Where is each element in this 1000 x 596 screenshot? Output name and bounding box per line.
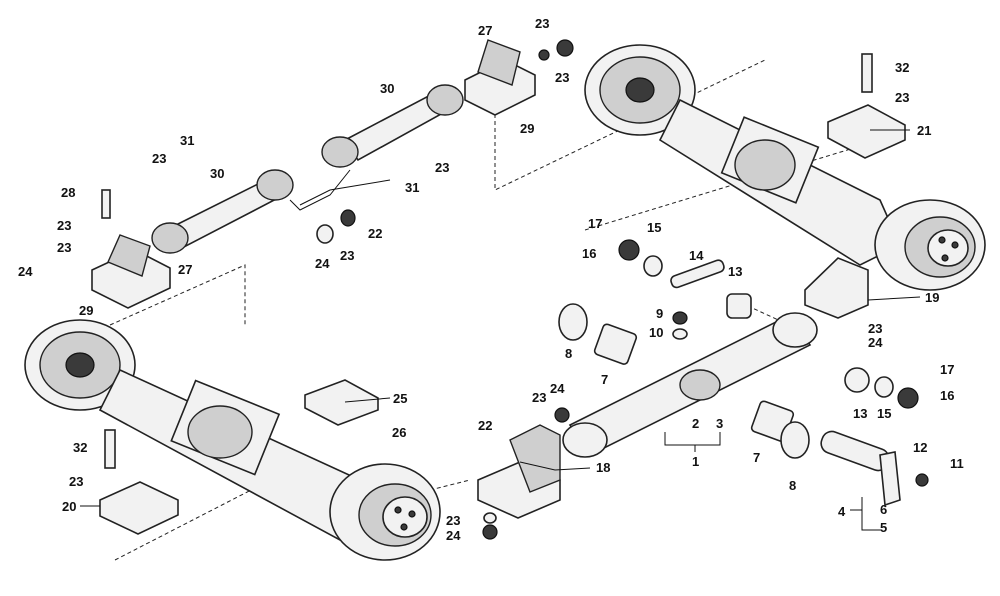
bracket-19: [804, 257, 869, 319]
callout-label: 13: [728, 264, 742, 279]
callout-label: 30: [210, 166, 224, 181]
plate-20: [99, 481, 179, 535]
torque-rod-upper-30: [321, 84, 464, 168]
callout-label: 23: [69, 474, 83, 489]
callout-label: 23: [555, 70, 569, 85]
callout-label: 10: [649, 325, 663, 340]
callout-label: 30: [380, 81, 394, 96]
callout-label: 26: [392, 425, 406, 440]
callout-label: 23: [57, 218, 71, 233]
callout-label: 23: [535, 16, 549, 31]
cover-plate-25: [304, 379, 379, 426]
callout-label: 16: [940, 388, 954, 403]
callout-label: 18: [596, 460, 610, 475]
callout-label: 17: [588, 216, 602, 231]
callout-label: 32: [73, 440, 87, 455]
small-parts: [101, 39, 929, 540]
callout-label: 11: [950, 456, 964, 471]
leader-lines: [80, 129, 921, 531]
bracket-18: [477, 424, 561, 519]
callout-label: 27: [178, 262, 192, 277]
callout-label: 7: [601, 372, 608, 387]
callout-label: 23: [532, 390, 546, 405]
callout-label: 14: [689, 248, 704, 263]
callout-label: 24: [550, 381, 565, 396]
callout-label: 23: [57, 240, 71, 255]
callout-label: 23: [868, 321, 882, 336]
callout-label: 25: [393, 391, 407, 406]
callout-label: 28: [61, 185, 75, 200]
torque-rod-lower-30: [151, 169, 294, 254]
callout-label: 3: [716, 416, 723, 431]
callout-label: 1: [692, 454, 699, 469]
left-mount-bracket-27: [91, 234, 171, 309]
callout-label: 12: [913, 440, 927, 455]
callout-label: 20: [62, 499, 76, 514]
callout-label: 19: [925, 290, 939, 305]
equalizer-beam-1: [562, 312, 818, 458]
callout-label: 29: [520, 121, 534, 136]
callout-label: 7: [753, 450, 760, 465]
callout-label: 8: [789, 478, 796, 493]
callout-label: 24: [18, 264, 33, 279]
callout-label: 2: [692, 416, 699, 431]
callout-label: 24: [315, 256, 330, 271]
callout-label: 23: [435, 160, 449, 175]
callout-label: 24: [446, 528, 461, 543]
callout-label: 29: [79, 303, 93, 318]
callout-label: 5: [880, 520, 887, 535]
callout-label: 22: [478, 418, 492, 433]
callout-label: 13: [853, 406, 867, 421]
callout-label: 27: [478, 23, 492, 38]
upper-mount-bracket-27: [464, 39, 536, 116]
callout-labels: 1 2 3 4 5 6 7 7 8 8 9 10 11 12 13 13 14 …: [18, 16, 964, 543]
callout-label: 23: [152, 151, 166, 166]
callout-label: 32: [895, 60, 909, 75]
callout-label: 4: [838, 504, 846, 519]
callout-label: 6: [880, 502, 887, 517]
callout-label: 23: [446, 513, 460, 528]
callout-label: 15: [647, 220, 661, 235]
callout-label: 23: [340, 248, 354, 263]
callout-label: 24: [868, 335, 883, 350]
plate-21: [827, 104, 906, 159]
rear-axle-assembly: [584, 44, 986, 291]
callout-label: 15: [877, 406, 891, 421]
callout-label: 22: [368, 226, 382, 241]
callout-label: 8: [565, 346, 572, 361]
callout-label: 21: [917, 123, 931, 138]
callout-label: 16: [582, 246, 596, 261]
callout-label: 31: [405, 180, 419, 195]
callout-label: 23: [895, 90, 909, 105]
front-axle-assembly: [24, 319, 441, 561]
callout-label: 17: [940, 362, 954, 377]
callout-label: 31: [180, 133, 194, 148]
callout-label: 9: [656, 306, 663, 321]
